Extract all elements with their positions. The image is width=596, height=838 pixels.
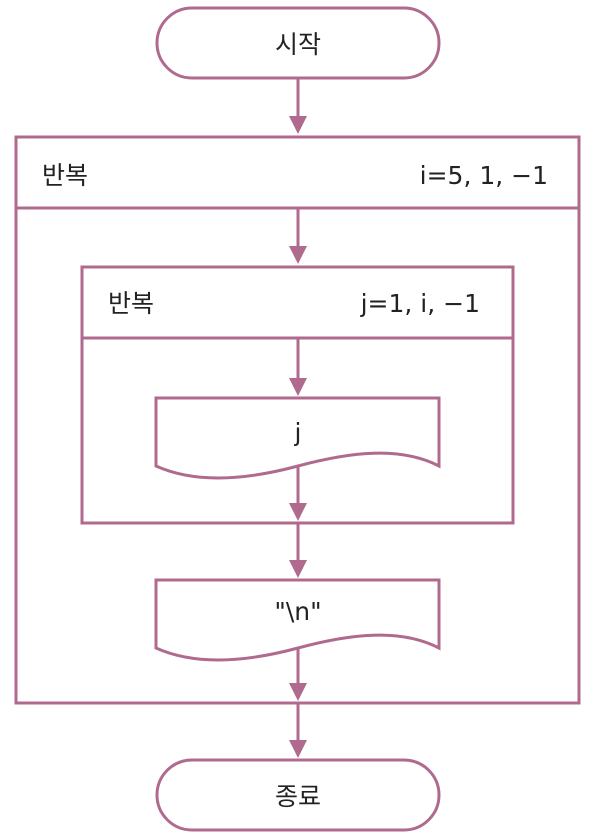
output-j-label: j (294, 418, 302, 447)
output-j-document (154, 396, 441, 480)
output-newline-label: "\n" (274, 597, 321, 626)
arrow-output-newline-to-outer-end-head (289, 683, 307, 701)
end-terminal (155, 758, 441, 832)
end-label: 종료 (275, 782, 321, 811)
outer-loop-condition: i=5, 1, −1 (420, 161, 548, 190)
arrow-inner-to-output-newline-head (289, 560, 307, 578)
output-newline-document (154, 578, 441, 662)
inner-loop-condition: j=1, i, −1 (360, 289, 480, 318)
arrow-outer-to-inner-loop-head (289, 246, 307, 264)
start-label: 시작 (275, 30, 321, 59)
inner-loop-label: 반복 (108, 289, 154, 318)
arrow-start-to-outer-loop-head (289, 116, 307, 134)
arrow-outer-to-end-head (289, 740, 307, 758)
outer-loop-label: 반복 (42, 161, 88, 190)
arrow-output-j-to-inner-end-head (289, 503, 307, 521)
arrow-inner-to-output-j-head (289, 378, 307, 396)
